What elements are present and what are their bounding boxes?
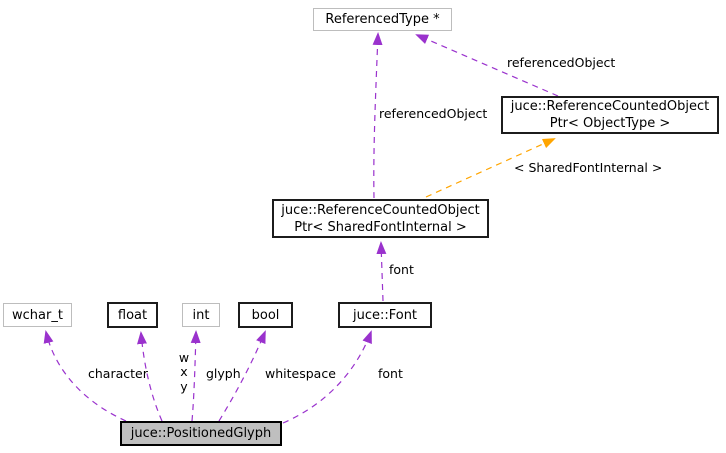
node-juce-positionedglyph-label: juce::PositionedGlyph	[130, 426, 272, 441]
edge-referencedobject-from-sharedfontinternal	[372, 32, 383, 199]
edge-label-glyph: glyph	[206, 366, 241, 381]
edge-whitespace-member	[218, 330, 266, 422]
node-bool-label: bool	[251, 307, 280, 323]
node-juce-positionedglyph: juce::PositionedGlyph	[120, 421, 282, 446]
edge-label-font-lower: font	[378, 366, 403, 381]
node-bool[interactable]: bool	[238, 302, 293, 328]
edge-font-member	[282, 330, 372, 424]
node-wchar-t: wchar_t	[3, 303, 72, 327]
edge-label-y: y	[180, 378, 188, 394]
node-rco-objecttype-line1: juce::ReferenceCountedObject	[510, 99, 710, 114]
node-referencecountedobjectptr-sharedfontinternal[interactable]: juce::ReferenceCountedObject Ptr< Shared…	[272, 199, 489, 238]
edge-label-referencedobject-center: referencedObject	[379, 106, 488, 121]
node-int-label: int	[192, 307, 210, 323]
node-juce-font-label: juce::Font	[352, 307, 418, 323]
node-referencedtype: ReferencedType *	[313, 8, 452, 31]
node-float[interactable]: float	[107, 302, 158, 328]
edge-label-w: w	[178, 350, 190, 365]
edge-label-wxy: w x y	[175, 350, 193, 394]
node-referencedtype-label: ReferencedType *	[325, 12, 440, 27]
edge-character-member	[43, 330, 127, 422]
node-referencecountedobjectptr-objecttype[interactable]: juce::ReferenceCountedObject Ptr< Object…	[501, 96, 719, 134]
edge-label-character: character	[88, 366, 148, 381]
node-rco-sharedfontinternal-line2: Ptr< SharedFontInternal >	[294, 219, 467, 235]
node-wchar-t-label: wchar_t	[12, 307, 63, 323]
edge-wxy-members	[137, 331, 163, 422]
edge-label-referencedobject-right: referencedObject	[507, 55, 616, 70]
edge-template-instantiation-sharedfontinternal	[425, 138, 556, 198]
node-float-label: float	[117, 307, 148, 323]
node-juce-font[interactable]: juce::Font	[338, 302, 432, 328]
edge-label-sharedfontinternal: < SharedFontInternal >	[514, 160, 663, 175]
edge-label-font-upper: font	[389, 262, 414, 277]
edge-referencedobject-from-objecttype	[415, 34, 559, 97]
edge-font-member-of-jucefont	[376, 241, 387, 302]
node-rco-sharedfontinternal-line1: juce::ReferenceCountedObject	[281, 202, 480, 218]
edge-label-whitespace: whitespace	[265, 366, 336, 381]
edge-label-x: x	[180, 364, 188, 380]
edge-glyph-member	[190, 330, 201, 422]
node-rco-objecttype-line2: Ptr< ObjectType >	[549, 116, 671, 131]
node-int: int	[182, 303, 220, 327]
